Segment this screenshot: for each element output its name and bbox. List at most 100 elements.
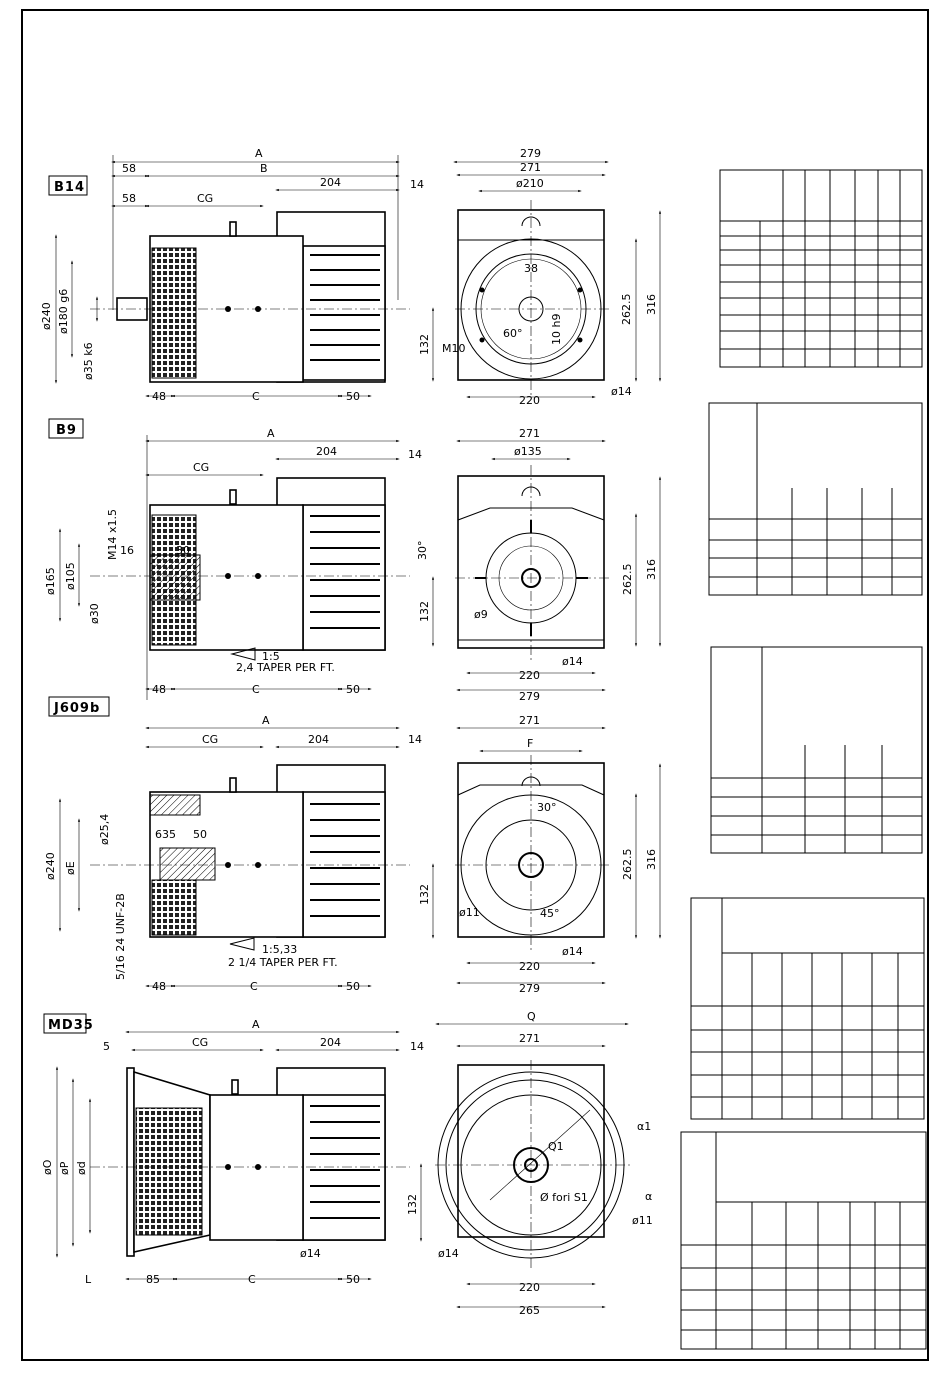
dim-d165: ø165 (44, 567, 57, 595)
dim-279: 279 (520, 147, 541, 160)
dim-d180: ø180 g6 (57, 289, 70, 334)
dim-d14: ø14 (562, 655, 583, 668)
b9-tag: B9 (56, 423, 77, 438)
sheet-border (21, 9, 929, 1361)
dim-316: 316 (645, 849, 658, 870)
dim-d240: ø240 (40, 302, 53, 330)
table-md35-b (680, 1131, 927, 1350)
dim-dP: øP (58, 1161, 71, 1175)
dim-58: 58 (122, 162, 136, 175)
dim-132: 132 (418, 884, 431, 905)
dim-271: 271 (519, 1032, 540, 1045)
b14-side-view: B14 A 58 B 204 14 58 CG ø240 (40, 147, 424, 403)
dim-48: 48 (152, 390, 166, 403)
dim-58b: 58 (122, 192, 136, 205)
dim-50: 50 (346, 980, 360, 993)
dim-50: 50 (346, 683, 360, 696)
dim-204: 204 (308, 733, 329, 746)
dim-50: 50 (346, 1273, 360, 1286)
b14-tag: B14 (54, 180, 85, 195)
dim-C: C (250, 980, 258, 993)
dim-C: C (252, 683, 260, 696)
dim-316: 316 (645, 294, 658, 315)
table-md35-a (690, 897, 925, 1120)
dim-14: 14 (410, 178, 424, 191)
dim-220: 220 (519, 960, 540, 973)
dim-CG: CG (192, 1036, 208, 1049)
dim-d9: ø9 (474, 608, 488, 621)
dim-220: 220 (519, 1281, 540, 1294)
dim-M10: M10 (442, 342, 466, 355)
dim-d14: ø14 (611, 385, 632, 398)
dim-204: 204 (316, 445, 337, 458)
dim-5: 5 (103, 1040, 110, 1053)
dim-50a: 50 (193, 828, 207, 841)
dim-38: 38 (524, 262, 538, 275)
taper-ratio: 1:5 (262, 650, 280, 663)
b9-side-view: B9 A 204 14 CG M14 x1.5 16 30 ø165 ø105 … (44, 418, 422, 700)
dim-220: 220 (519, 394, 540, 407)
dim-271: 271 (519, 714, 540, 727)
dim-262-5: 262.5 (621, 849, 634, 881)
table-b9 (708, 402, 923, 596)
dim-d210: ø210 (516, 177, 544, 190)
md35-tag: MD35 (48, 1018, 94, 1033)
angle-alpha1: α1 (637, 1120, 651, 1133)
dim-60deg: 60° (503, 327, 523, 340)
j609b-side-view: J609b A CG 204 14 635 50 ø25,4 ø240 øE 5… (44, 696, 422, 993)
taper-note: 2 1/4 TAPER PER FT. (228, 956, 338, 969)
dim-204: 204 (320, 1036, 341, 1049)
b9-front-view: 271 ø135 30° ø9 132 262.5 316 ø14 220 27… (416, 427, 662, 703)
table-b14 (719, 169, 923, 368)
dim-C: C (252, 390, 260, 403)
b14-front-view: 279 271 ø210 38 10 h9 M10 60° 132 262.5 … (418, 147, 662, 407)
md35-side-view: MD35 A 5 CG 204 14 øO øP ød ø14 L 85 (41, 1013, 424, 1286)
dim-316: 316 (645, 559, 658, 580)
j609b-tag: J609b (53, 701, 100, 716)
dim-A: A (267, 427, 275, 440)
dim-A: A (255, 147, 263, 160)
dim-30deg: 30° (537, 801, 557, 814)
taper-note: 2,4 TAPER PER FT. (236, 661, 335, 674)
dim-A: A (252, 1018, 260, 1031)
dim-d14-side: ø14 (300, 1247, 321, 1260)
dim-132: 132 (418, 334, 431, 355)
dim-271: 271 (520, 161, 541, 174)
angle-alpha: α (645, 1190, 652, 1203)
dim-d14: ø14 (562, 945, 583, 958)
dim-271: 271 (519, 427, 540, 440)
dim-265: 265 (519, 1304, 540, 1317)
dim-dE: øE (64, 861, 77, 875)
dim-d14: ø14 (438, 1247, 459, 1260)
dim-d25-4: ø25,4 (98, 814, 111, 845)
j609b-front-view: 271 F 30° ø11 45° 132 262.5 316 ø14 220 … (418, 714, 662, 995)
dim-C: C (248, 1273, 256, 1286)
dim-16: 16 (120, 544, 134, 557)
dim-10h9: 10 h9 (550, 314, 563, 345)
dim-dO: øO (41, 1159, 54, 1175)
dim-d11: ø11 (632, 1214, 653, 1227)
dim-45deg: 45° (540, 907, 560, 920)
dim-279: 279 (519, 982, 540, 995)
dim-635: 635 (155, 828, 176, 841)
dim-204: 204 (320, 176, 341, 189)
table-j609b (710, 646, 923, 854)
dim-14: 14 (410, 1040, 424, 1053)
dim-262-5: 262.5 (620, 294, 633, 326)
hole-note: Ø fori S1 (540, 1191, 588, 1204)
dim-d240: ø240 (44, 852, 57, 880)
dim-d135: ø135 (514, 445, 542, 458)
dim-48: 48 (152, 980, 166, 993)
dim-132: 132 (406, 1194, 419, 1215)
dim-A: A (262, 714, 270, 727)
dim-30deg: 30° (416, 541, 429, 561)
taper-ratio: 1:5,33 (262, 943, 297, 956)
dim-dd: ød (75, 1161, 88, 1175)
dim-M14: M14 x1.5 (106, 509, 119, 560)
dim-F: F (527, 737, 533, 750)
dim-L: L (85, 1273, 92, 1286)
thread-unf: 5/16 24 UNF-2B (114, 893, 127, 980)
dim-85: 85 (146, 1273, 160, 1286)
dim-Q1: Q1 (548, 1140, 564, 1153)
